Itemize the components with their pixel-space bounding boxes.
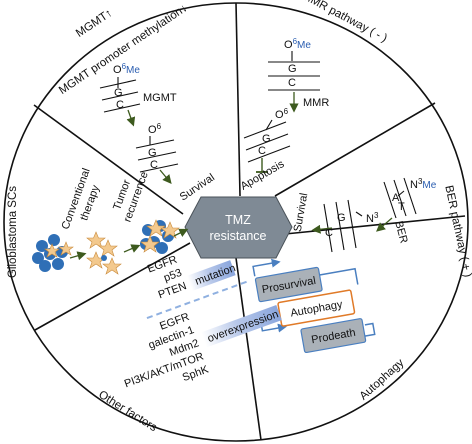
mgmt-enzyme: MGMT xyxy=(143,92,177,104)
ber-t: T xyxy=(398,201,405,213)
mgmt-c2: C xyxy=(150,159,158,171)
prosurvival-box xyxy=(254,266,323,303)
overexpression-tag xyxy=(201,305,282,348)
mmr-c2: C xyxy=(258,145,266,157)
center-title-line2: resistance xyxy=(210,229,267,243)
ber-g: G xyxy=(337,212,346,224)
gsc-cluster-initial xyxy=(32,234,74,272)
autophagy-box xyxy=(277,289,356,327)
ber-n3-label: N3 xyxy=(366,211,379,225)
mgmt-o6-label: O6 xyxy=(148,122,162,136)
ber-n3me-label: N3Me xyxy=(410,177,437,191)
mgmt-c: C xyxy=(116,99,124,111)
mutation-gene-1: p53 xyxy=(162,267,183,285)
mgmt-g: G xyxy=(114,87,123,99)
mgmt-g2: G xyxy=(148,147,157,159)
mmr-g: G xyxy=(288,63,297,75)
autophagy-section: Autophagy Prosurvival Autophagy Prodeath xyxy=(252,258,407,403)
center-hexagon: TMZ resistance xyxy=(184,196,293,259)
prodeath-box xyxy=(300,318,367,354)
ber-c: C xyxy=(325,227,333,239)
gsc-cluster-therapy xyxy=(86,231,122,275)
mmr-o6me-label: O6Me xyxy=(284,37,311,51)
mmr-enzyme: MMR xyxy=(303,97,329,109)
ber-enzyme: BER xyxy=(392,220,409,245)
ber-a: A xyxy=(392,192,400,204)
center-title-line1: TMZ xyxy=(225,213,251,227)
mgmt-o6me-label: O6Me xyxy=(113,62,140,76)
mgmt-title-line1: MGMT↑ xyxy=(74,7,115,40)
gsc-cluster-recurrence xyxy=(140,219,180,254)
mmr-g2: G xyxy=(262,133,271,145)
gsc-title: Glioblastoma SCs xyxy=(7,186,19,278)
mutation-tag xyxy=(186,260,236,291)
mmr-o6-label: O6 xyxy=(275,107,289,121)
mmr-c: C xyxy=(288,77,296,89)
